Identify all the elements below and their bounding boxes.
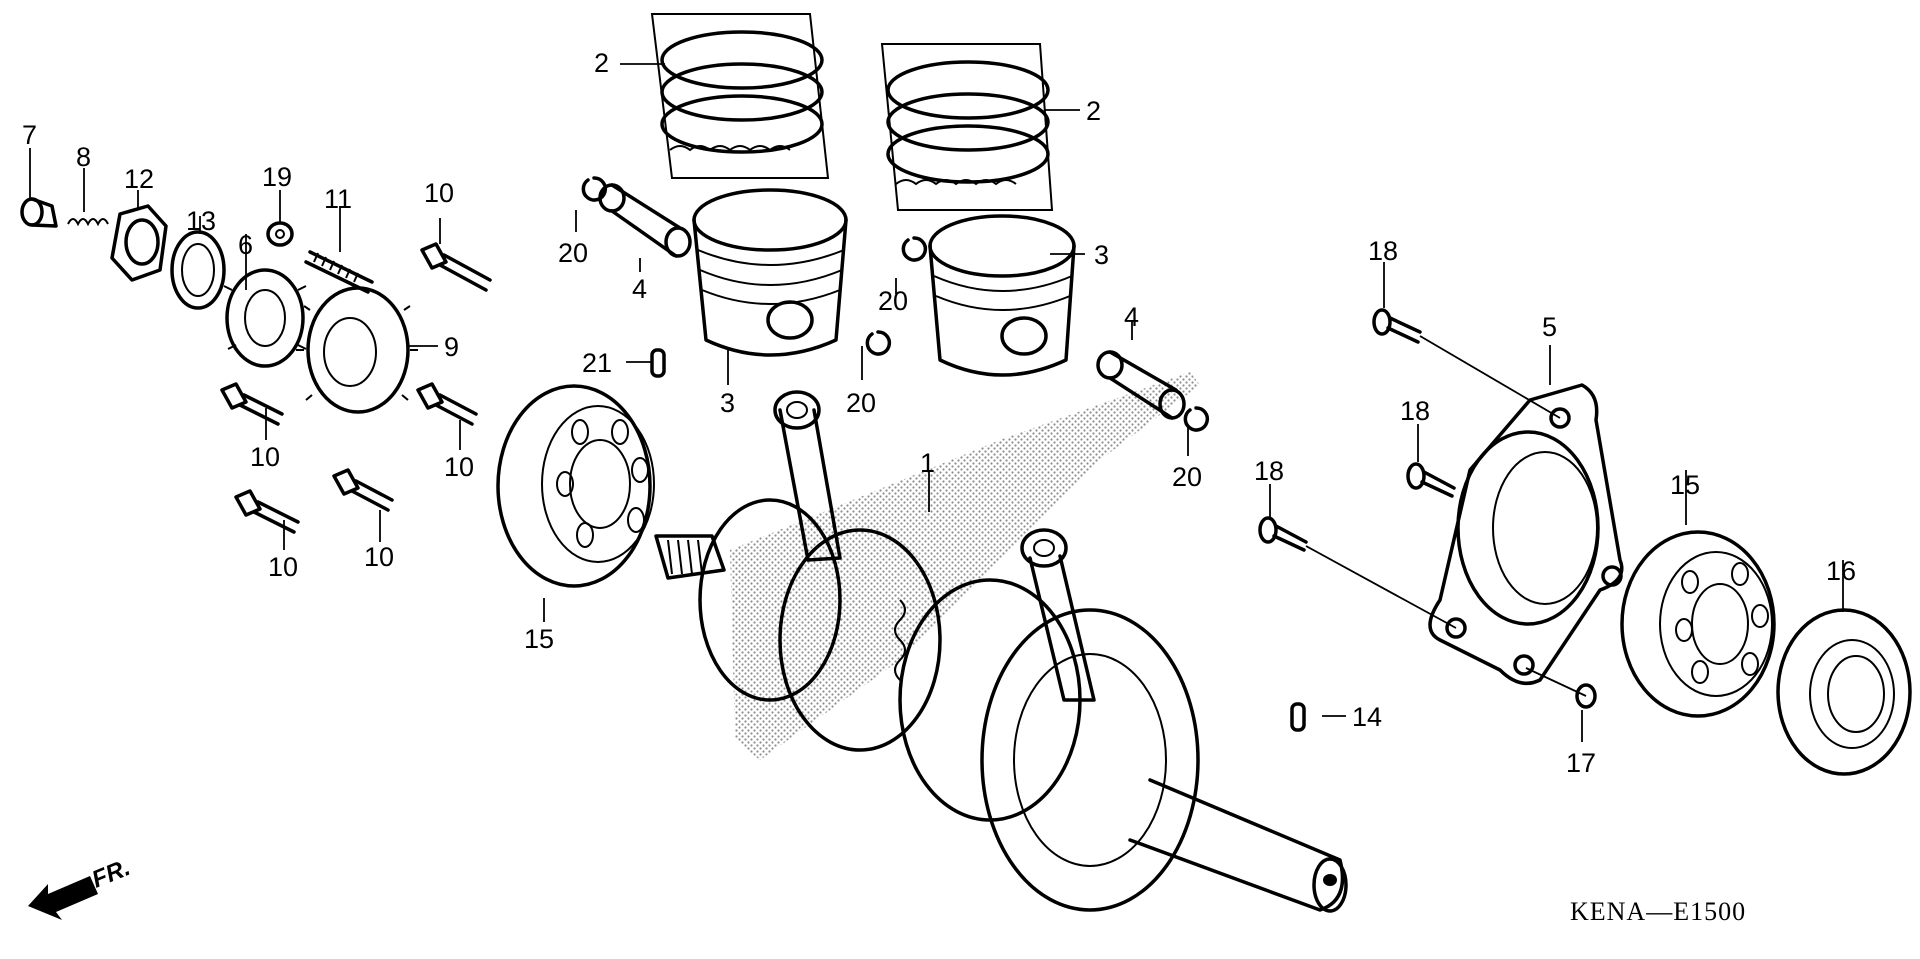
callout-3-b: 3 <box>720 388 735 418</box>
gear-6 <box>223 268 307 368</box>
piston-pin-left <box>598 183 692 258</box>
callout-19: 19 <box>262 162 292 192</box>
callout-18-a: 18 <box>1368 236 1398 266</box>
callout-12: 12 <box>124 164 154 194</box>
piston-rings-right <box>880 43 1054 211</box>
callout-10-c: 10 <box>444 452 474 482</box>
callout-15-a: 15 <box>524 624 554 654</box>
circlip-20-a <box>581 176 608 202</box>
bolt-10-d <box>234 489 300 534</box>
bearing-15-left <box>496 384 655 588</box>
callout-16: 16 <box>1826 556 1856 586</box>
nut-19 <box>266 221 294 247</box>
callout-20-d: 20 <box>1172 462 1202 492</box>
piston-right <box>928 214 1076 377</box>
callout-15-b: 15 <box>1670 470 1700 500</box>
callout-18-b: 18 <box>1400 396 1430 426</box>
dowel-14 <box>1290 702 1306 732</box>
callout-20-b: 20 <box>878 286 908 316</box>
crankshaft-1 <box>654 390 1348 913</box>
callout-4-a: 4 <box>632 274 647 304</box>
circlip-20-c <box>865 330 892 356</box>
callout-6: 6 <box>238 230 253 260</box>
circlip-20-d <box>1183 406 1210 432</box>
gear-9 <box>296 286 418 414</box>
bearing-holder-5 <box>1428 383 1624 686</box>
callout-3-a: 3 <box>1094 240 1109 270</box>
piston-rings-left <box>650 13 830 179</box>
diagram-code: KENA—E1500 <box>1570 897 1746 926</box>
callout-18-c: 18 <box>1254 456 1284 486</box>
leader-lines <box>29 63 1844 742</box>
callout-2-a: 2 <box>594 48 609 78</box>
callout-20-a: 20 <box>558 238 588 268</box>
bearing-15-right <box>1620 530 1776 718</box>
callout-11: 11 <box>324 184 352 214</box>
stud-11 <box>304 250 374 294</box>
callout-1: 1 <box>920 448 935 478</box>
callout-10-d: 10 <box>268 552 298 582</box>
callout-8: 8 <box>76 142 91 172</box>
washer-17 <box>1575 683 1597 709</box>
callout-4-b: 4 <box>1124 302 1139 332</box>
callout-21: 21 <box>582 348 612 378</box>
callout-10-e: 10 <box>364 542 394 572</box>
screw-18-c <box>1258 516 1308 552</box>
callout-20-c: 20 <box>846 388 876 418</box>
oil-seal-16 <box>1776 608 1912 776</box>
bolt-10-c <box>416 382 478 426</box>
nut-12 <box>110 204 168 282</box>
bolt-10-a <box>420 242 492 292</box>
dowel-21 <box>650 348 666 378</box>
spring-8 <box>67 218 109 227</box>
bolt-7 <box>20 197 58 228</box>
callout-2-b: 2 <box>1086 96 1101 126</box>
callout-14: 14 <box>1352 702 1382 732</box>
piston-pin-right <box>1096 350 1186 420</box>
callout-9: 9 <box>444 332 459 362</box>
screw-18-a <box>1372 308 1422 344</box>
callout-5: 5 <box>1542 312 1557 342</box>
washer-13 <box>170 230 226 310</box>
circlip-20-b <box>901 236 928 262</box>
front-direction-label: FR. <box>88 854 134 894</box>
crankshaft-shading <box>730 372 1200 760</box>
callout-17: 17 <box>1566 748 1596 778</box>
bolt-10-b <box>220 382 284 426</box>
piston-left <box>692 188 848 357</box>
front-direction-arrow-icon <box>28 876 98 920</box>
bolt-10-e <box>332 468 394 512</box>
callout-7: 7 <box>22 120 37 150</box>
callout-10-b: 10 <box>250 442 280 472</box>
callout-13: 13 <box>186 206 216 236</box>
screw-18-b <box>1406 462 1456 498</box>
callout-10-a: 10 <box>424 178 454 208</box>
